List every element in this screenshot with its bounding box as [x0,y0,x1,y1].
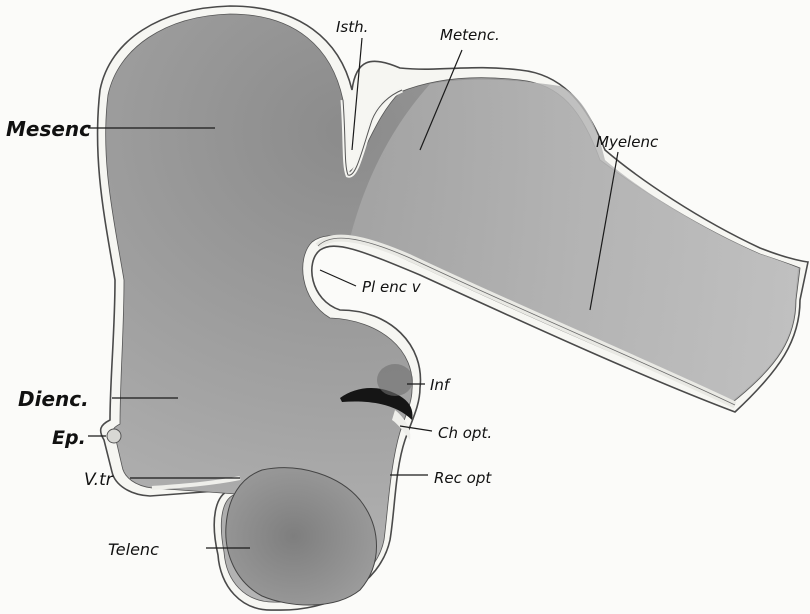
label-inf: Inf [430,376,452,394]
label-rec-opt: Rec opt [434,469,492,487]
label-ep: Ep. [52,427,86,449]
label-dienc: Dienc. [18,387,89,411]
leader-pl-enc-v [320,270,356,286]
label-myelenc: Myelenc [596,133,659,151]
label-ch-opt: Ch opt. [438,424,492,442]
epiphysis [107,429,121,443]
label-mesenc: Mesenc [6,117,91,141]
label-isth: Isth. [336,18,368,36]
label-telenc: Telenc [108,540,159,559]
label-vtr: V.tr [84,470,114,490]
label-pl-enc-v: Pl enc v [362,278,422,296]
label-metenc: Metenc. [440,26,500,44]
